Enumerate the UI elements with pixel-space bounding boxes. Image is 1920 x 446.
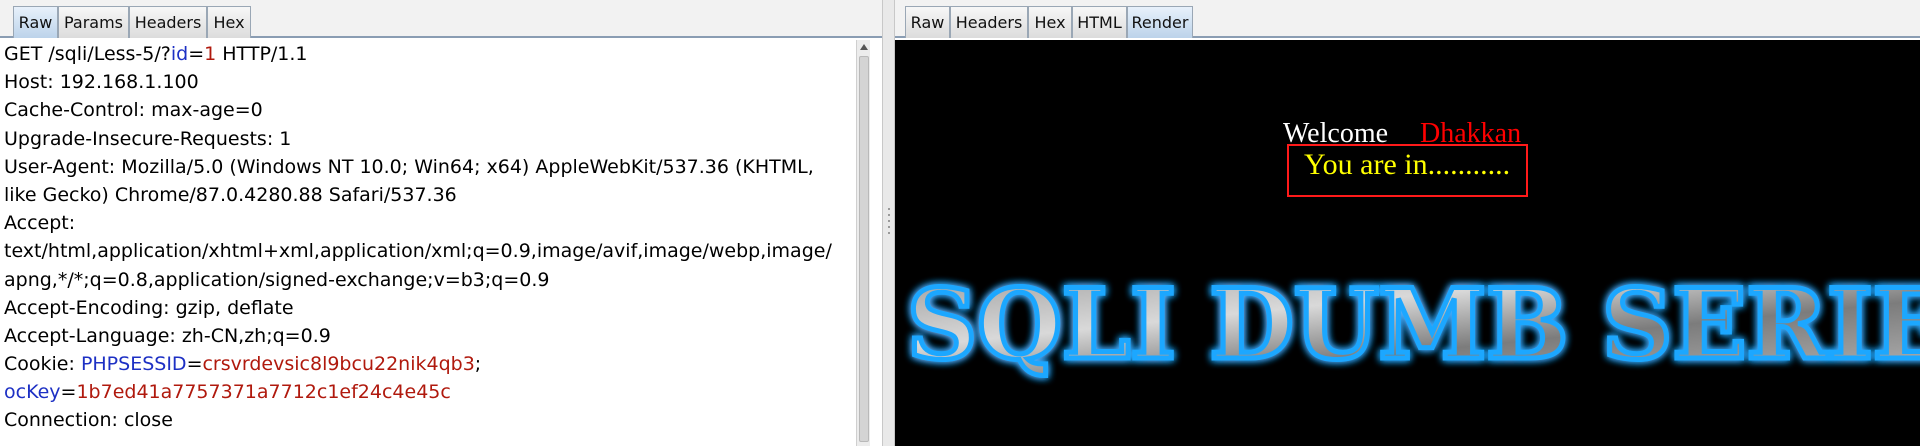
request-text: Accept-Encoding: gzip, deflate (4, 296, 294, 319)
request-line: User-Agent: Mozilla/5.0 (Windows NT 10.0… (0, 153, 856, 181)
tab-hex[interactable]: Hex (1028, 6, 1072, 38)
param-name: PHPSESSID (80, 353, 187, 376)
splitter-grip-dot (888, 220, 890, 222)
request-text: User-Agent: Mozilla/5.0 (Windows NT 10.0… (4, 155, 814, 178)
request-text: Host: 192.168.1.100 (4, 71, 199, 94)
request-text: Upgrade-Insecure-Requests: 1 (4, 127, 292, 150)
request-line: apng,*/*;q=0.8,application/signed-exchan… (0, 266, 856, 294)
request-line: Accept-Encoding: gzip, deflate (0, 294, 856, 322)
request-line: Cache-Control: max-age=0 (0, 96, 856, 124)
request-text: Connection: close (4, 409, 173, 432)
request-line: Accept: (0, 209, 856, 237)
request-text: Accept-Language: zh-CN,zh;q=0.9 (4, 324, 331, 347)
tab-raw[interactable]: Raw (13, 6, 58, 38)
tab-hex[interactable]: Hex (207, 6, 251, 38)
banner-text: SQLI DUMB SERIES (907, 268, 1920, 381)
request-tabbar: Raw Params Headers Hex (0, 0, 882, 38)
request-text: like Gecko) Chrome/87.0.4280.88 Safari/5… (4, 183, 457, 206)
param-value: crsvrdevsic8l9bcu22nik4qb3 (202, 353, 475, 376)
response-pane: Raw Headers Hex HTML Render Welcome Dhak… (895, 0, 1920, 446)
request-line: Upgrade-Insecure-Requests: 1 (0, 125, 856, 153)
request-text: text/html,application/xhtml+xml,applicat… (4, 240, 832, 263)
request-line: like Gecko) Chrome/87.0.4280.88 Safari/5… (0, 181, 856, 209)
request-line: Accept-Language: zh-CN,zh;q=0.9 (0, 322, 856, 350)
request-line: GET /sqli/Less-5/?id=1 HTTP/1.1 (0, 40, 856, 68)
request-pane: Raw Params Headers Hex GET /sqli/Less-5/… (0, 0, 882, 446)
request-text: ; (474, 353, 482, 376)
status-box (1287, 144, 1528, 197)
request-text: GET /sqli/Less-5/? (4, 43, 171, 65)
request-text: = (60, 381, 77, 404)
request-line: ocKey=1b7ed41a7757371a7712c1ef24c4e45c (0, 378, 856, 406)
request-text: HTTP/1.1 (216, 43, 308, 65)
param-value: 1b7ed41a7757371a7712c1ef24c4e45c (76, 381, 451, 404)
banner-image: SQLI DUMB SERIES (905, 266, 1920, 384)
splitter-grip-dot (888, 226, 890, 228)
request-scrollbar[interactable] (856, 40, 870, 446)
request-text: Cookie: (4, 353, 81, 376)
response-tabbar: Raw Headers Hex HTML Render (895, 0, 1920, 38)
pane-splitter[interactable] (882, 0, 895, 446)
welcome-text: Welcome (1283, 118, 1389, 149)
tab-headers[interactable]: Headers (950, 6, 1028, 38)
request-text: = (188, 43, 205, 65)
request-line: Host: 192.168.1.100 (0, 68, 856, 96)
tab-html[interactable]: HTML (1072, 6, 1127, 38)
request-text: = (186, 353, 203, 376)
tab-headers[interactable]: Headers (129, 6, 207, 38)
scroll-thumb[interactable] (859, 56, 869, 442)
request-text: apng,*/*;q=0.8,application/signed-exchan… (4, 268, 550, 291)
param-value: 1 (204, 43, 217, 65)
rendered-page: Welcome Dhakkan You are in........... SQ… (895, 40, 1920, 446)
user-name-text: Dhakkan (1420, 118, 1522, 149)
tab-raw[interactable]: Raw (905, 6, 950, 38)
tab-params[interactable]: Params (58, 6, 129, 38)
splitter-grip-dot (888, 208, 890, 210)
request-text: Cache-Control: max-age=0 (4, 99, 263, 122)
request-text: Accept: (4, 212, 76, 235)
request-line: Connection: close (0, 406, 856, 434)
tab-render[interactable]: Render (1127, 6, 1193, 38)
status-text: You are in........... (1304, 148, 1511, 181)
param-name: ocKey (4, 381, 61, 404)
scroll-up-arrow-icon[interactable] (860, 44, 868, 50)
splitter-grip-dot (888, 214, 890, 216)
request-line: Cookie: PHPSESSID=crsvrdevsic8l9bcu22nik… (0, 350, 856, 378)
request-line: text/html,application/xhtml+xml,applicat… (0, 237, 856, 265)
param-name: id (170, 43, 189, 65)
splitter-grip-dot (888, 232, 890, 234)
